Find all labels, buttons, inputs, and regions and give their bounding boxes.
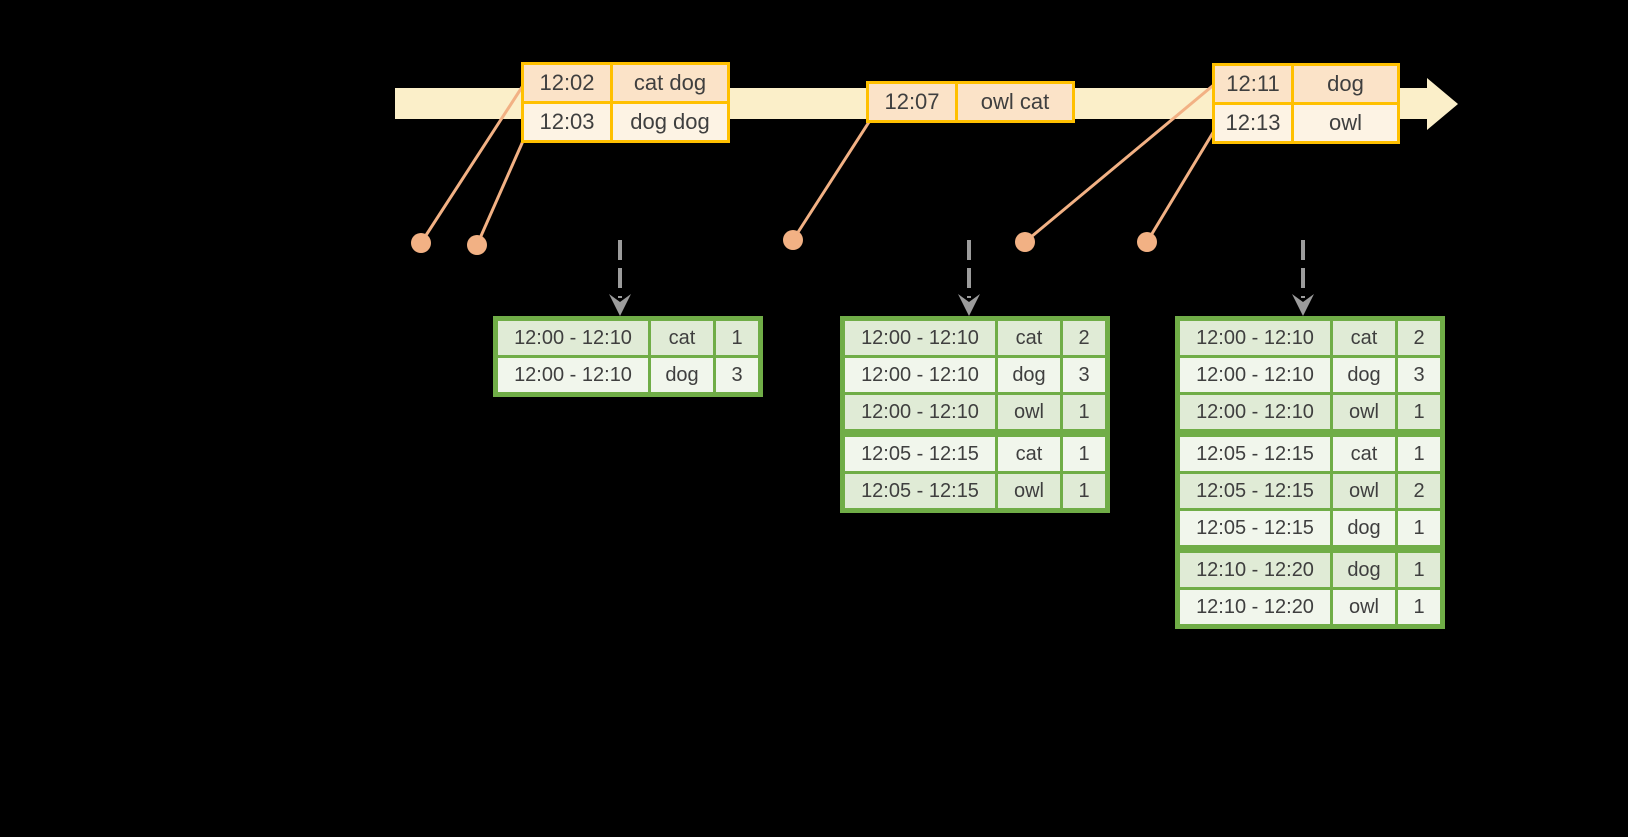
table-cell: cat bbox=[1333, 321, 1395, 355]
table-cell: 1 bbox=[1063, 395, 1105, 429]
table-cell: 12:13 bbox=[1215, 105, 1291, 141]
table-cell: 12:05 - 12:15 bbox=[1180, 437, 1330, 471]
event-connector-line bbox=[475, 140, 525, 246]
table-cell: 12:00 - 12:10 bbox=[1180, 321, 1330, 355]
table-cell: cat dog bbox=[613, 65, 727, 101]
table-cell: 1 bbox=[1398, 437, 1440, 471]
table-cell: 2 bbox=[1063, 321, 1105, 355]
table-cell: cat bbox=[998, 437, 1060, 471]
table-cell: dog dog bbox=[613, 104, 727, 140]
table-cell: dog bbox=[998, 358, 1060, 392]
event-dot-icon bbox=[1137, 232, 1157, 252]
event-connector-line bbox=[419, 83, 526, 244]
table-cell: 12:05 - 12:15 bbox=[1180, 474, 1330, 508]
table-cell: 3 bbox=[1063, 358, 1105, 392]
table-cell: 2 bbox=[1398, 321, 1440, 355]
table-cell: 12:11 bbox=[1215, 66, 1291, 102]
table-cell: dog bbox=[1333, 553, 1395, 587]
table-cell: owl bbox=[1333, 590, 1395, 624]
table-cell: 1 bbox=[716, 321, 758, 355]
event-dot-icon bbox=[411, 233, 431, 253]
table-cell: cat bbox=[651, 321, 713, 355]
table-cell: cat bbox=[1333, 437, 1395, 471]
table-cell: 12:00 - 12:10 bbox=[1180, 395, 1330, 429]
event-connector-line bbox=[791, 121, 871, 241]
table-cell: 1 bbox=[1398, 590, 1440, 624]
event-connector-line bbox=[1145, 125, 1219, 243]
table-cell: 12:10 - 12:20 bbox=[1180, 553, 1330, 587]
table-cell: 12:05 - 12:15 bbox=[1180, 511, 1330, 545]
event-dot-icon bbox=[783, 230, 803, 250]
table-cell: 12:00 - 12:10 bbox=[845, 321, 995, 355]
event-dot-icon bbox=[1015, 232, 1035, 252]
trigger-arrowhead-icon bbox=[958, 294, 980, 316]
table-cell: 2 bbox=[1398, 474, 1440, 508]
table-cell: 3 bbox=[716, 358, 758, 392]
table-cell: 12:00 - 12:10 bbox=[845, 358, 995, 392]
table-cell: 12:07 bbox=[869, 84, 955, 120]
table-cell: 1 bbox=[1398, 511, 1440, 545]
table-cell: 12:03 bbox=[524, 104, 610, 140]
event-dot-icon bbox=[467, 235, 487, 255]
table-cell: owl bbox=[1333, 395, 1395, 429]
table-cell: owl bbox=[998, 395, 1060, 429]
trigger-arrowhead-icon bbox=[1292, 294, 1314, 316]
table-cell: 1 bbox=[1063, 474, 1105, 508]
trigger-arrowhead-icon bbox=[609, 294, 631, 316]
table-cell: owl bbox=[998, 474, 1060, 508]
table-cell: 12:02 bbox=[524, 65, 610, 101]
table-cell: 1 bbox=[1063, 437, 1105, 471]
table-cell: 12:00 - 12:10 bbox=[498, 358, 648, 392]
table-cell: dog bbox=[1333, 358, 1395, 392]
table-cell: owl bbox=[1333, 474, 1395, 508]
table-cell: 3 bbox=[1398, 358, 1440, 392]
table-cell: 12:05 - 12:15 bbox=[845, 474, 995, 508]
table-cell: 12:00 - 12:10 bbox=[1180, 358, 1330, 392]
table-cell: 12:10 - 12:20 bbox=[1180, 590, 1330, 624]
table-cell: 1 bbox=[1398, 553, 1440, 587]
table-cell: 12:05 - 12:15 bbox=[845, 437, 995, 471]
table-cell: cat bbox=[998, 321, 1060, 355]
timeline-arrowhead-icon bbox=[1427, 78, 1458, 130]
table-cell: owl bbox=[1294, 105, 1397, 141]
table-cell: owl cat bbox=[958, 84, 1072, 120]
table-cell: dog bbox=[651, 358, 713, 392]
table-cell: 12:00 - 12:10 bbox=[498, 321, 648, 355]
table-cell: dog bbox=[1294, 66, 1397, 102]
table-cell: 1 bbox=[1398, 395, 1440, 429]
table-cell: dog bbox=[1333, 511, 1395, 545]
event-connector-line bbox=[1024, 81, 1217, 244]
table-cell: 12:00 - 12:10 bbox=[845, 395, 995, 429]
